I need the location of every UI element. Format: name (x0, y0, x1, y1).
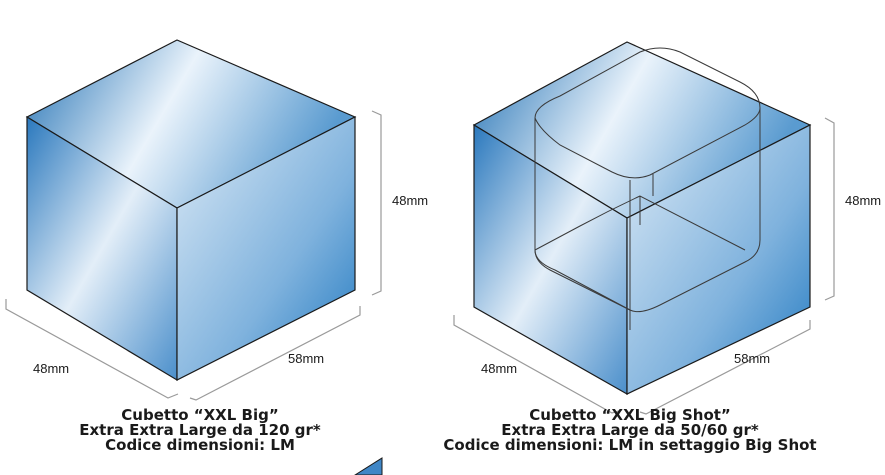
cube-right-face (626, 124, 811, 395)
dimension-lines-right (453, 117, 835, 415)
ice-cube-xxl-big (25, 39, 357, 382)
caption-code: Codice dimensioni: LM (105, 436, 295, 454)
dimension-lines-left (5, 110, 382, 401)
caption-title: Cubetto “XXL Big Shot” (529, 406, 731, 424)
partial-cube-corner (354, 457, 383, 475)
caption-xxl-big-shot: Cubetto “XXL Big Shot” Extra Extra Large… (420, 408, 840, 453)
cube-right-face (176, 116, 356, 381)
height-label: 48mm (392, 193, 428, 208)
width-label: 58mm (734, 351, 770, 366)
width-label: 58mm (288, 351, 324, 366)
caption-weight: Extra Extra Large da 50/60 gr* (501, 421, 759, 439)
caption-title: Cubetto “XXL Big” (121, 406, 279, 424)
caption-xxl-big: Cubetto “XXL Big” Extra Extra Large da 1… (40, 408, 360, 453)
caption-code: Codice dimensioni: LM in settaggio Big S… (443, 436, 817, 454)
depth-label: 48mm (33, 361, 69, 376)
depth-label: 48mm (481, 361, 517, 376)
caption-weight: Extra Extra Large da 120 gr* (79, 421, 321, 439)
height-label: 48mm (845, 193, 881, 208)
shot-cavity-outline (534, 47, 761, 330)
ice-cube-xxl-big-shot (472, 41, 812, 396)
